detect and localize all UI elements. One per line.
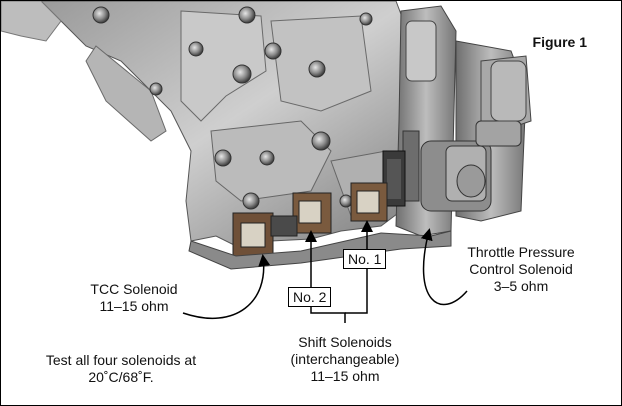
test-line1: Test all four solenoids at [45,352,197,368]
throttle-line1: Throttle Pressure [467,244,575,260]
shift-value: 11–15 ohm [310,368,380,384]
figure-title: Figure 1 [532,34,587,50]
test-line2: 20˚C/68˚F. [88,369,154,385]
label-no1: No. 1 [343,249,387,269]
shift-line2: (interchangeable) [290,351,400,367]
throttle-value: 3–5 ohm [493,278,549,294]
throttle-solenoid-label: Throttle Pressure Control Solenoid 3–5 o… [451,244,591,295]
tcc-solenoid-label: TCC Solenoid 11–15 ohm [74,281,194,315]
test-note: Test all four solenoids at 20˚C/68˚F. [21,352,221,386]
shift-solenoids-label: Shift Solenoids (interchangeable) 11–15 … [275,334,415,385]
shift-line1: Shift Solenoids [298,334,392,350]
throttle-line2: Control Solenoid [469,261,573,277]
label-no2: No. 2 [288,287,332,307]
tcc-title: TCC Solenoid [90,281,178,297]
tcc-value: 11–15 ohm [99,298,169,314]
